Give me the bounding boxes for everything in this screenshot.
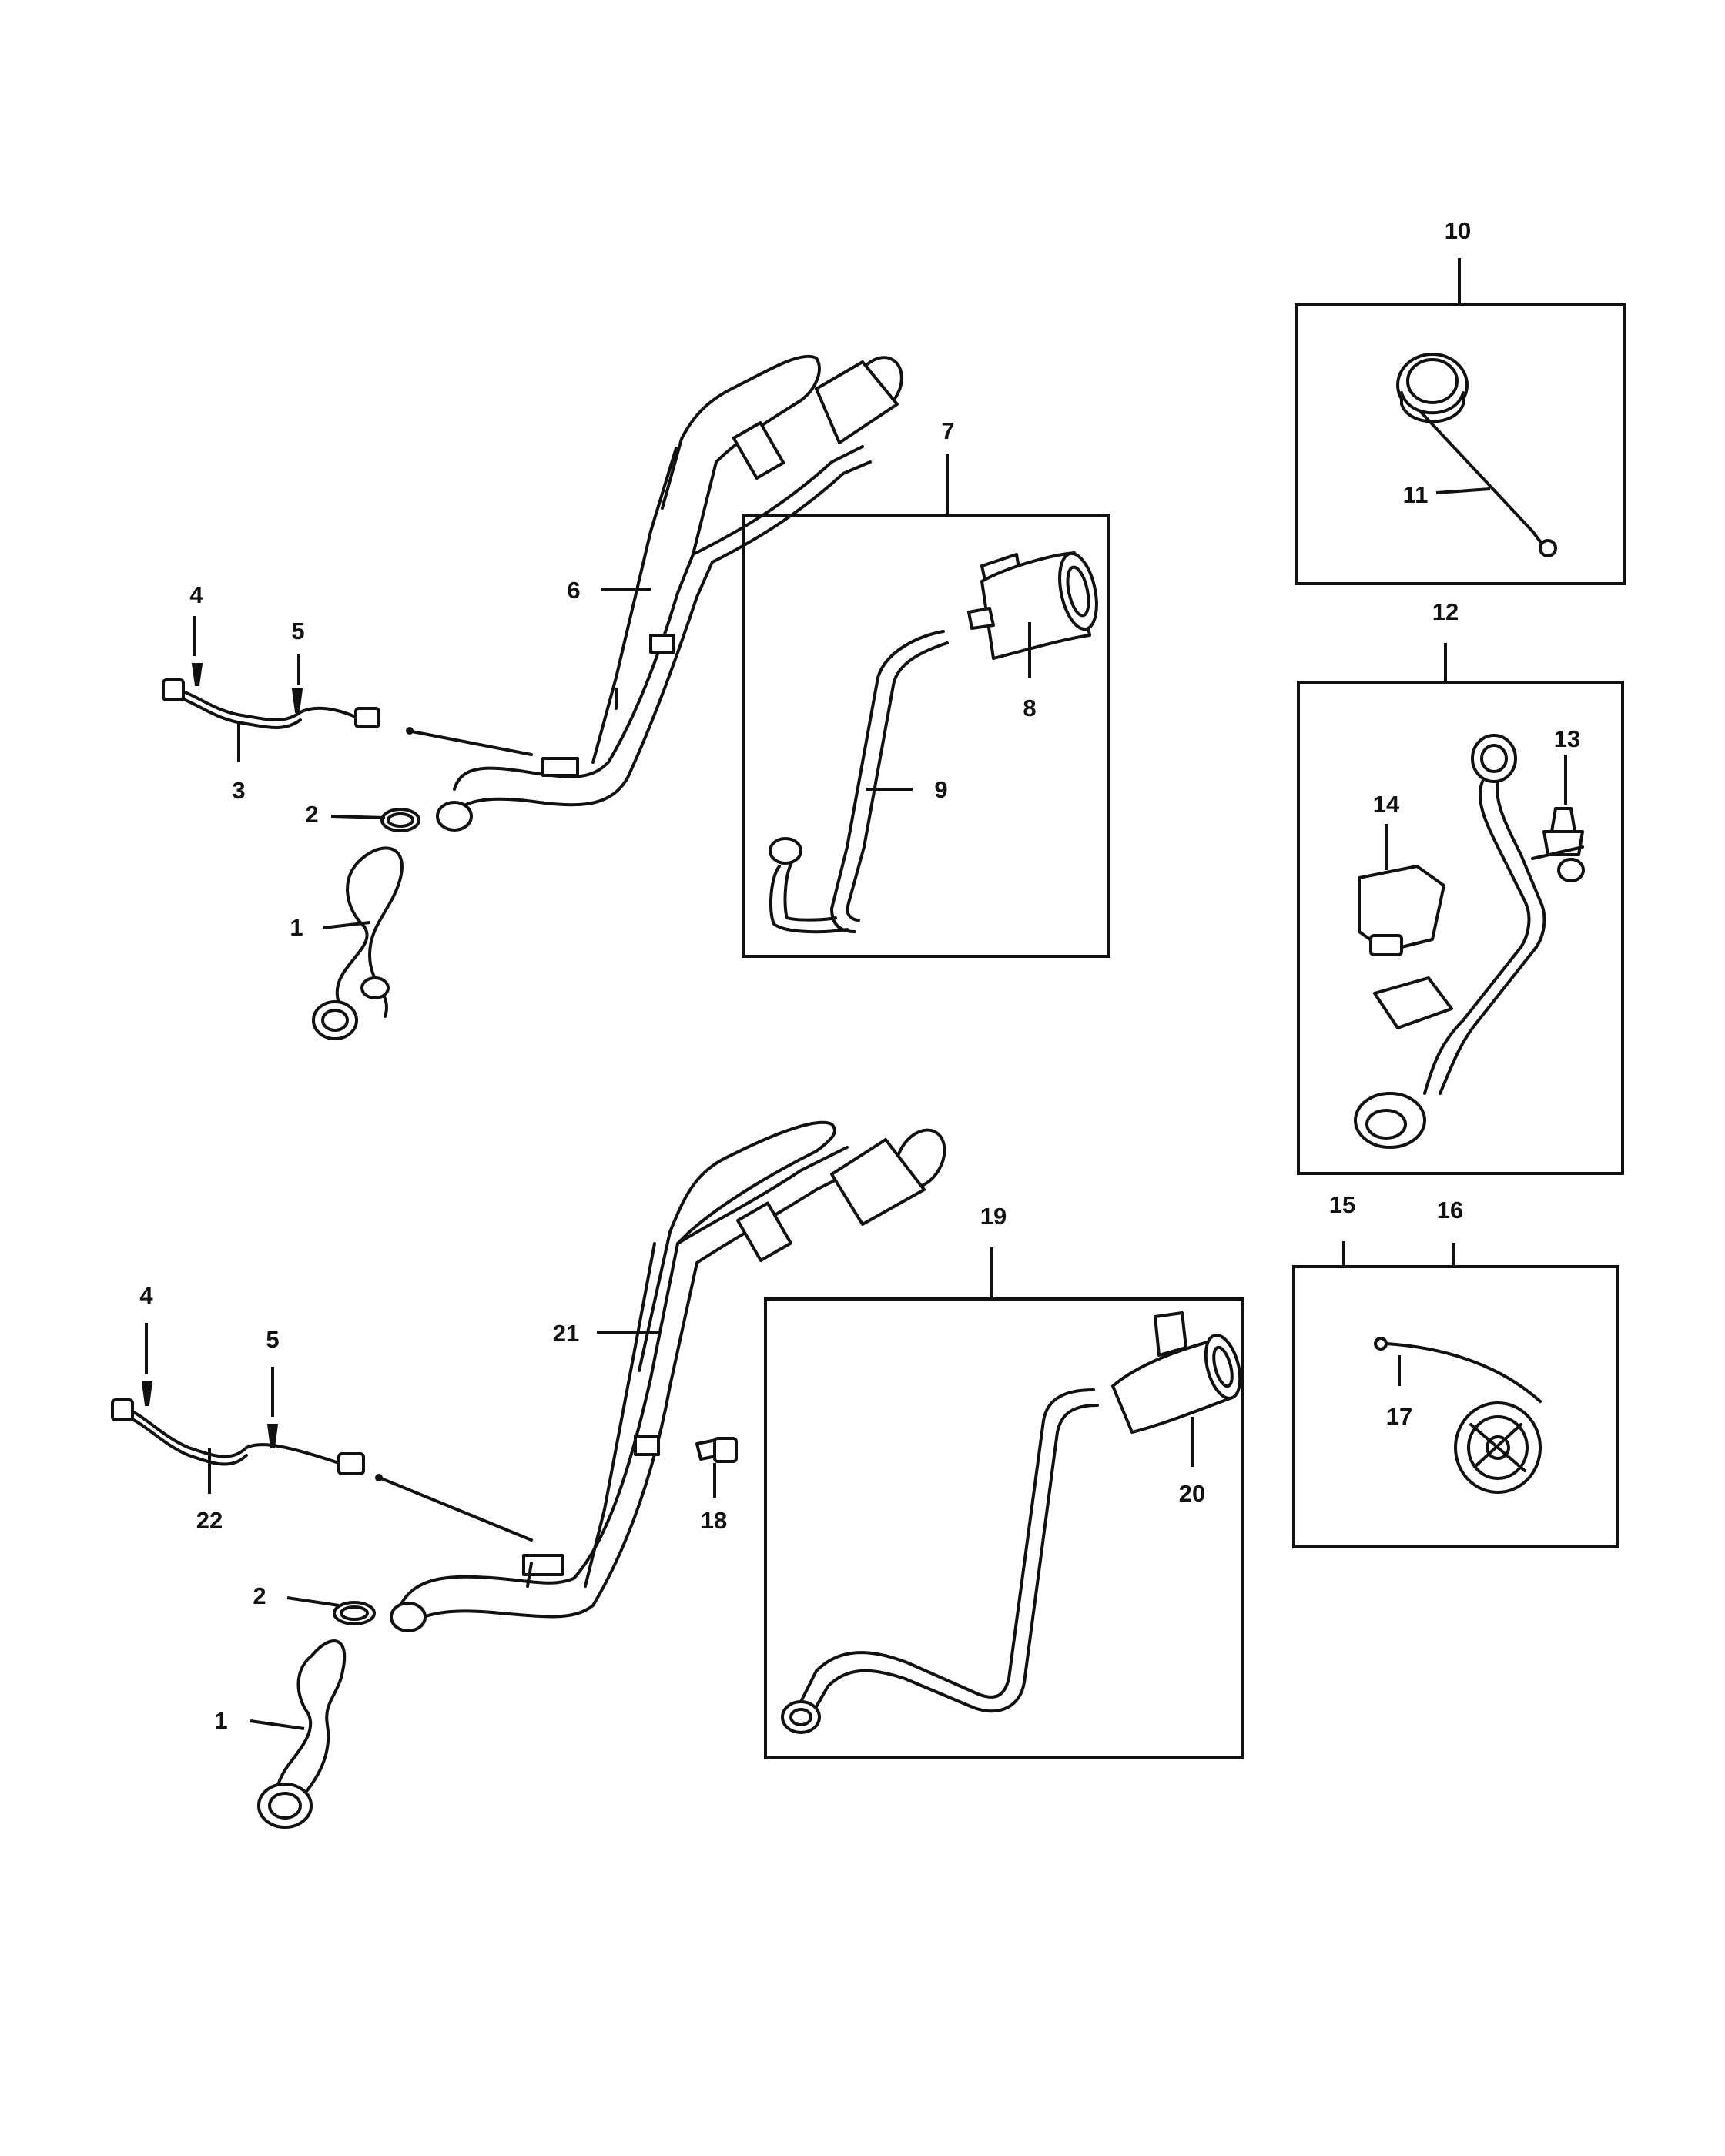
- filler-tube-upper: [406, 354, 903, 832]
- callout-5-upper: 5: [291, 618, 304, 644]
- detail-box-10: [1295, 303, 1626, 585]
- callout-22: 22: [196, 1507, 223, 1534]
- callout-13: 13: [1554, 725, 1580, 752]
- clamp-lower: [333, 1601, 376, 1625]
- callout-5-lower: 5: [266, 1326, 279, 1353]
- wire-harness-upper: [162, 663, 380, 729]
- callout-2-upper: 2: [305, 801, 318, 828]
- callout-15: 15: [1329, 1191, 1355, 1218]
- clip-18: [695, 1437, 738, 1463]
- vent-harness-12: [1354, 734, 1546, 1149]
- callout-12: 12: [1432, 598, 1459, 625]
- fuel-cap-16: [1374, 1337, 1542, 1494]
- callout-19: 19: [980, 1203, 1007, 1230]
- callout-18: 18: [701, 1507, 727, 1534]
- wire-harness-lower: [111, 1381, 365, 1475]
- callout-14: 14: [1373, 791, 1400, 818]
- detail-box-12: [1297, 681, 1624, 1175]
- clip-13: [1531, 807, 1585, 882]
- filler-tube-lower: [375, 1120, 946, 1632]
- callout-3: 3: [232, 777, 245, 804]
- clamp-upper: [380, 808, 420, 832]
- callout-2-lower: 2: [253, 1582, 266, 1609]
- canister-8: [967, 551, 1098, 660]
- detail-box-7: [742, 514, 1110, 958]
- callout-11: 11: [1403, 481, 1429, 508]
- callout-6: 6: [567, 577, 580, 604]
- upper-assembly: [162, 258, 1626, 1175]
- callout-16: 16: [1437, 1197, 1463, 1224]
- hose-lower: [257, 1639, 347, 1829]
- canister-20: [1111, 1311, 1242, 1434]
- callout-8: 8: [1023, 695, 1036, 721]
- fuel-cap-10: [1396, 353, 1557, 557]
- callout-7: 7: [941, 417, 954, 444]
- callout-1-upper: 1: [290, 914, 303, 941]
- lower-assembly: [111, 1120, 1619, 1829]
- detail-box-15-16: [1292, 1265, 1619, 1548]
- callout-17: 17: [1386, 1403, 1412, 1430]
- callout-20: 20: [1179, 1480, 1205, 1507]
- sensor-14: [1358, 865, 1445, 956]
- callout-labels: 4 5 3 2 1 6 7 8 9 10 11 12 13 14 15 16 1…: [139, 217, 1580, 1734]
- hose-upper: [312, 846, 404, 1040]
- callout-4-upper: 4: [189, 581, 203, 608]
- callout-1-lower: 1: [214, 1707, 227, 1734]
- callout-10: 10: [1445, 217, 1471, 244]
- vent-tube-lower: [781, 1388, 1099, 1734]
- callout-9: 9: [934, 776, 947, 803]
- vent-tube-9: [769, 630, 949, 934]
- callout-21: 21: [553, 1320, 579, 1347]
- detail-box-19: [764, 1297, 1244, 1759]
- callout-4-lower: 4: [139, 1282, 153, 1309]
